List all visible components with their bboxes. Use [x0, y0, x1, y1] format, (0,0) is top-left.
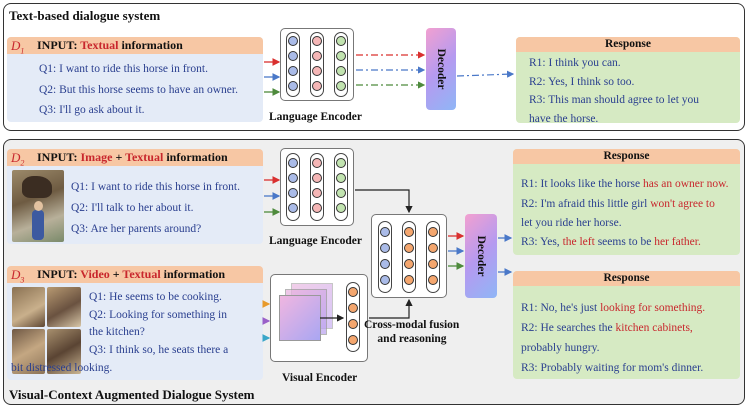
bottom-response-2-title: Response: [513, 271, 740, 286]
top-decoder: Decoder: [426, 28, 456, 110]
kitchen-frame-2: [47, 287, 81, 327]
d3-question-3-cont: bit distressed looking.: [11, 362, 113, 374]
visual-encoder: [270, 274, 368, 362]
bottom-response-2-r1: R1: No, he's just looking for something.: [521, 302, 706, 314]
d2-question-1: Q1: I want to ride this horse in front.: [71, 181, 240, 193]
bottom-response-2: Response R1: No, he's just looking for s…: [513, 271, 740, 379]
bottom-response-2-r2: R2: He searches the kitchen cabinets, pr…: [521, 322, 693, 354]
d3-label: D3: [11, 267, 25, 285]
visual-encoder-column: [346, 282, 360, 352]
encoder-column: [286, 32, 300, 97]
d2-question-3: Q3: Are her parents around?: [71, 223, 202, 235]
top-response-r2: R2: Yes, I think so too.: [529, 76, 635, 88]
d3-question-2: Q2: Looking for something in: [89, 309, 227, 321]
top-section-title: Text-based dialogue system: [9, 8, 161, 23]
bottom-response-1-r2: R2: I'm afraid this little girl won't ag…: [521, 198, 715, 229]
fusion-label: Cross-modal fusion and reasoning: [364, 319, 460, 345]
d1-question-3: Q3: I'll go ask about it.: [39, 104, 145, 116]
bottom-response-1: Response R1: It looks like the horse has…: [513, 149, 740, 255]
encoder-column: [334, 32, 348, 97]
d1-input-box: D1 INPUT: Textual information Q1: I want…: [7, 37, 263, 122]
encoder-column: [334, 153, 348, 221]
bottom-language-encoder: [280, 148, 354, 226]
horse-girl-photo: [12, 170, 64, 242]
d3-input-box: D3 INPUT: Video + Textual information Q1…: [7, 266, 263, 380]
fusion-column: [426, 221, 440, 293]
fusion-column: [378, 221, 392, 293]
bottom-decoder: Decoder: [465, 214, 497, 298]
kitchen-frame-1: [12, 287, 45, 327]
visual-encoder-label: Visual Encoder: [282, 372, 358, 384]
bottom-response-1-r1: R1: It looks like the horse has an owner…: [521, 178, 729, 190]
bottom-response-2-r3: R3: Probably waiting for mom's dinner.: [521, 362, 704, 374]
cross-modal-fusion-block: [371, 214, 447, 298]
fusion-column: [402, 221, 416, 293]
encoder-column: [310, 32, 324, 97]
kitchen-frame-3: [12, 329, 45, 374]
d3-question-3: Q3: I think so, he seats there a: [89, 344, 229, 356]
top-language-encoder: [280, 28, 354, 101]
d2-label: D2: [11, 150, 25, 168]
d2-input-header: D2 INPUT: Image + Textual information: [7, 149, 263, 168]
d1-label: D1: [11, 38, 25, 56]
top-language-encoder-label: Language Encoder: [269, 111, 362, 123]
d1-question-1: Q1: I want to ride this horse in front.: [39, 63, 208, 75]
d1-question-2: Q2: But this horse seems to have an owne…: [39, 84, 238, 96]
top-response-box: Response R1: I think you can. R2: Yes, I…: [516, 37, 740, 125]
bottom-language-encoder-label: Language Encoder: [269, 235, 362, 247]
bottom-section-title: Visual-Context Augmented Dialogue System: [9, 387, 255, 402]
bottom-response-1-title: Response: [513, 149, 740, 164]
d3-question-2-cont: the kitchen?: [89, 326, 145, 338]
d3-input-header: D3 INPUT: Video + Textual information: [7, 266, 263, 285]
top-response-r3: R3: This man should agree to let you hav…: [529, 94, 700, 125]
d1-input-header: D1 INPUT: Textual information: [7, 37, 263, 56]
d2-input-box: D2 INPUT: Image + Textual information Q1…: [7, 149, 263, 244]
d2-question-2: Q2: I'll talk to her about it.: [71, 202, 194, 214]
encoder-column: [310, 153, 324, 221]
top-response-title: Response: [516, 37, 740, 52]
encoder-column: [286, 153, 300, 221]
kitchen-frame-4: [47, 329, 81, 374]
bottom-response-1-r3: R3: Yes, the left seems to be her father…: [521, 236, 701, 248]
d3-question-1: Q1: He seems to be cooking.: [89, 291, 222, 303]
top-response-r1: R1: I think you can.: [529, 57, 621, 69]
